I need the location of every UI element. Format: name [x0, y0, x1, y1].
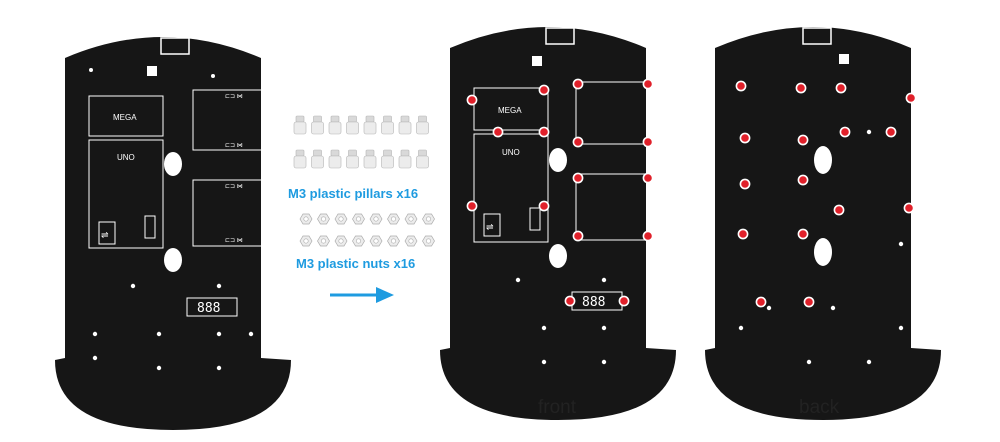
- plastic-pillar: [398, 115, 412, 135]
- plastic-nut: [334, 235, 348, 247]
- plastic-pillar: [293, 115, 307, 135]
- plastic-pillar: [311, 149, 324, 169]
- plastic-pillar: [381, 115, 394, 135]
- mega-outline: [88, 95, 164, 137]
- mega-label: MEGA: [113, 113, 137, 122]
- front-mega-label: MEGA: [498, 106, 522, 115]
- front-caption: front: [538, 397, 577, 418]
- plastic-nut: [369, 235, 383, 247]
- plastic-pillar: [381, 149, 394, 169]
- plastic-nut: [299, 235, 313, 247]
- display-digits: 888: [197, 301, 220, 316]
- plain-chassis-plate: MEGA UNO ⇌ ⊏⊐ ⋈ ⊏⊐ ⋈ ⊏⊐ ⋈ ⊏⊐ ⋈ 888: [55, 37, 291, 430]
- plastic-pillar: [363, 115, 377, 135]
- square-hole: [147, 66, 157, 76]
- module-marks: ⊏⊐ ⋈: [225, 143, 243, 149]
- front-display-digits: 888: [582, 295, 605, 310]
- plastic-nut: [334, 213, 348, 225]
- plastic-nut: [369, 213, 383, 225]
- plastic-pillar: [346, 149, 359, 169]
- plastic-pillar: [398, 149, 412, 169]
- back-caption: back: [799, 397, 840, 418]
- nuts-group: [299, 213, 435, 247]
- plastic-pillar: [416, 115, 429, 135]
- right-arrow-icon: [330, 287, 394, 303]
- pillars-label: M3 plastic pillars x16: [288, 186, 419, 201]
- usb-icon: ⇌: [101, 230, 109, 240]
- plastic-nut: [317, 235, 330, 247]
- plastic-pillar: [293, 149, 307, 169]
- plastic-pillar: [311, 115, 324, 135]
- plastic-nut: [387, 235, 400, 247]
- display-outline: [186, 297, 238, 317]
- oval-cutout: [164, 152, 182, 176]
- plastic-pillar: [346, 115, 359, 135]
- plastic-pillar: [328, 115, 342, 135]
- front-chassis-plate: MEGA UNO ⇌ 888: [440, 27, 676, 420]
- back-chassis-plate: [705, 27, 941, 420]
- top-slot: [160, 37, 190, 55]
- plastic-nut: [317, 213, 330, 225]
- module-marks: ⊏⊐ ⋈: [225, 94, 243, 100]
- driver-box-bottom: [192, 179, 266, 247]
- plastic-pillar: [363, 149, 377, 169]
- plastic-nut: [387, 213, 400, 225]
- oval-cutout: [164, 248, 182, 272]
- plastic-nut: [299, 213, 313, 225]
- usb-icon: ⇌: [486, 222, 494, 232]
- plastic-nut: [352, 213, 365, 225]
- plastic-nut: [404, 235, 418, 247]
- plastic-nut: [422, 213, 435, 225]
- plastic-pillar: [328, 149, 342, 169]
- pillars-group: [293, 115, 429, 169]
- module-marks: ⊏⊐ ⋈: [225, 238, 243, 244]
- uno-label: UNO: [117, 153, 135, 162]
- nuts-label: M3 plastic nuts x16: [296, 256, 416, 271]
- plastic-nut: [422, 235, 435, 247]
- plastic-nut: [404, 213, 418, 225]
- module-marks: ⊏⊐ ⋈: [225, 184, 243, 190]
- front-uno-label: UNO: [502, 148, 520, 157]
- plastic-pillar: [416, 149, 429, 169]
- plastic-nut: [352, 235, 365, 247]
- uno-outline: [88, 139, 164, 249]
- driver-box-top: [192, 89, 266, 151]
